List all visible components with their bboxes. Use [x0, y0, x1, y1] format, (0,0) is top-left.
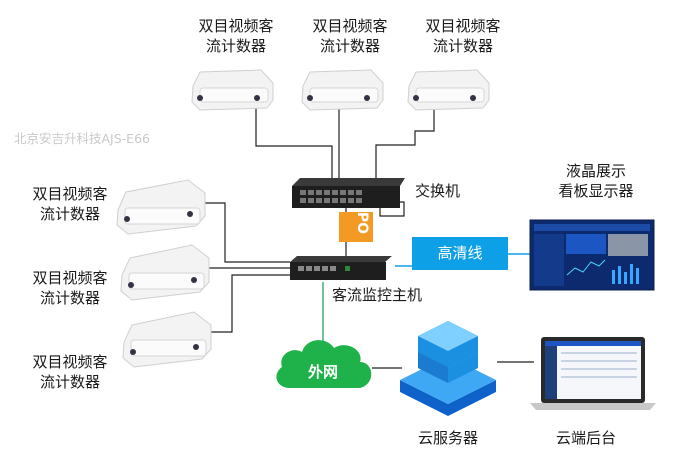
laptop-icon — [530, 337, 656, 410]
left-counter-2-label: 双目视频客 流计数器 — [24, 268, 116, 308]
top-counter-1-label: 双目视频客 流计数器 — [190, 16, 282, 56]
top-counter-2-icon — [301, 69, 384, 111]
lcd-display-icon — [529, 219, 655, 291]
label-line: 流计数器 — [319, 37, 380, 55]
display-label: 液晶展示 看板显示器 — [548, 161, 644, 201]
cloud-server-label: 云服务器 — [418, 429, 479, 447]
left-counter-3-icon — [122, 311, 212, 368]
cloud-server-icon — [400, 321, 496, 416]
top-counter-1-icon — [191, 69, 274, 111]
top-counter-3-label: 双目视频客 流计数器 — [417, 16, 509, 56]
label-line: 双目视频客 — [425, 17, 501, 35]
switch-icon — [292, 178, 405, 208]
label-line: 液晶展示 — [565, 162, 626, 180]
label-line: 双目视频客 — [32, 353, 108, 371]
cloud-backend-label: 云端后台 — [556, 429, 617, 447]
hd-cable-label: 高清线 — [412, 237, 508, 270]
left-counter-2-icon — [120, 244, 210, 301]
label-line: 双目视频客 — [198, 17, 274, 35]
top-counter-3-icon — [407, 69, 490, 111]
label-line: 双目视频客 — [312, 17, 388, 35]
internet-label: 外网 — [308, 363, 339, 381]
switch-label: 交换机 — [415, 182, 461, 200]
left-counter-1-label: 双目视频客 流计数器 — [24, 184, 116, 224]
internet-cloud-icon — [276, 340, 372, 388]
label-line: 双目视频客 — [32, 185, 108, 203]
host-label: 客流监控主机 — [332, 286, 423, 304]
label-line: 流计数器 — [432, 37, 493, 55]
poe-label: PO — [354, 211, 371, 235]
monitoring-host-icon — [290, 256, 392, 280]
label-line: 流计数器 — [205, 37, 266, 55]
label-line: 双目视频客 — [32, 269, 108, 287]
label-line: 流计数器 — [39, 289, 100, 307]
watermark: 北京安吉升科技AJS-E66 — [14, 131, 150, 146]
label-line: 看板显示器 — [558, 182, 634, 200]
top-counter-2-label: 双目视频客 流计数器 — [304, 16, 396, 56]
label-line: 流计数器 — [39, 373, 100, 391]
left-counter-3-label: 双目视频客 流计数器 — [24, 352, 116, 392]
poe-badge: PO — [339, 212, 373, 242]
label-line: 流计数器 — [39, 205, 100, 223]
left-counter-1-icon — [116, 179, 206, 235]
